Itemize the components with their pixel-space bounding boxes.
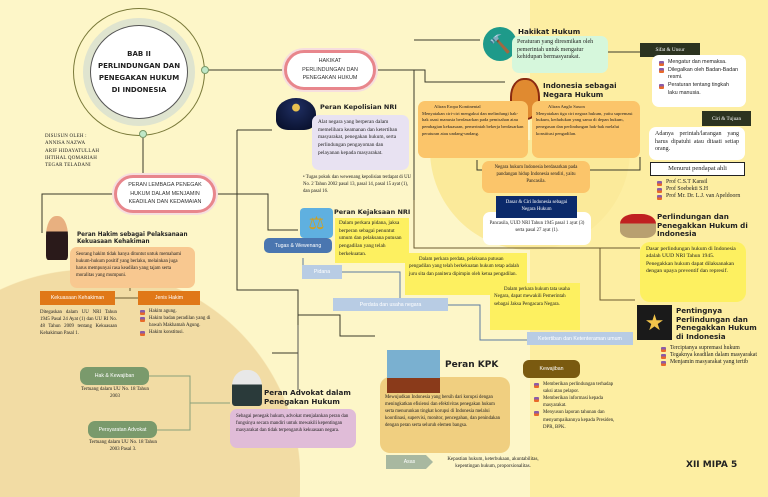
author-name: TEGAR TELADANI xyxy=(45,163,91,168)
advokat-text: Sebagai penegak hukum, advokat menjalank… xyxy=(230,409,356,448)
ketertiban-tag[interactable]: Ketertiban dan Ketenteraman umum xyxy=(527,332,633,345)
knight-helmet-icon xyxy=(620,214,656,238)
pentingnya-item: Menjamin masyarakat yang tertib xyxy=(660,359,760,367)
kpk-judge-image xyxy=(387,350,440,393)
ahli-label: Menurut pendapat ahli xyxy=(650,162,745,176)
kepolisian-note-text: Tugas pokok dan wewenang kepolisian terd… xyxy=(303,175,411,194)
author-name: IHTIHAL QOMARIAH xyxy=(45,155,98,161)
kekuasaan-tag[interactable]: Kekuasaan Kehakiman xyxy=(40,291,115,305)
kewajiban-item: Memberikan informasi kepada masyarakat. xyxy=(533,395,623,409)
class-label: XII MIPA 5 xyxy=(686,460,738,470)
kpk-title: Peran KPK xyxy=(445,360,499,370)
advokat-figure-icon xyxy=(232,370,262,406)
dasar-ciri-tag[interactable]: Dasar & Ciri Indonesia sebagai Negara Hu… xyxy=(496,196,577,218)
peran-lembaga-node[interactable]: PERAN LEMBAGA PENEGAK HUKUM DALAM MENJAM… xyxy=(114,175,216,213)
jenis-hakim-item: Hakim badan peradilan yang di bawah Makh… xyxy=(139,315,219,329)
sifat-unsur-tag[interactable]: Sifat & Unsur xyxy=(640,43,700,57)
hak-kewajiban-tag[interactable]: Hak & Kewajiban xyxy=(80,367,149,385)
hakim-figure-icon xyxy=(46,216,68,260)
perdata-tag[interactable]: Perdata dan usaha negara xyxy=(333,298,448,311)
pancasila-text: Negara hukum Indonesia berdasarkan pada … xyxy=(482,161,590,193)
sifat-item: Mengatur dan memaksa. xyxy=(658,59,740,67)
ahli-item: Prof Mr. Dr. L.J. van Apeldoorn xyxy=(656,193,746,201)
kepolisian-title: Peran Kepolisian NRI xyxy=(320,103,397,111)
kewajiban-item: Memberikan perlindungan terhadap saksi a… xyxy=(533,381,623,395)
tugas-wewenang-button[interactable]: Tugas & Wewenang xyxy=(264,238,332,253)
kewajiban-item: Menyusun laporan tahunan dan menyampaika… xyxy=(533,409,623,430)
kekuasaan-text: Ditegaskan dalam UU NRI Tahun 1945 Pasal… xyxy=(40,310,117,337)
pidana-tag[interactable]: Pidana xyxy=(302,265,342,279)
author-name: ARIF HIDAYATULLAH xyxy=(45,148,100,154)
advokat-title: Peran Advokat dalam Penegakan Hukum xyxy=(264,388,351,406)
gavel-icon: 🔨 xyxy=(483,27,517,61)
title-line: PENEGAKAN HUKUM xyxy=(98,74,180,82)
pentingnya-item: Tegaknya keadilan dalam masyarakat xyxy=(660,352,760,359)
negara-hukum-title: Indonesia sebagai Negara Hukum xyxy=(543,81,617,99)
persyaratan-text: Tertuang dalam UU No. 18 Tahun 2003 Pasa… xyxy=(88,440,158,453)
anglo-title: Aliran Anglo Saxon xyxy=(548,104,585,109)
authors: DISUSUN OLEH : ANNISA NAZWA ARIF HIDAYAT… xyxy=(45,133,99,169)
kepolisian-note: • Tugas pokok dan wewenang kepolisian te… xyxy=(303,175,411,196)
kejaksaan-text: Dalam perkara pidana, jaksa berperan seb… xyxy=(335,218,409,263)
asas-text: Kepastian hukum, keterbukaan, akuntabili… xyxy=(447,457,539,470)
hakim-title: Peran Hakim sebagai Pelaksanaan Kekuasaa… xyxy=(77,232,188,245)
jenis-hakim-list: Hakim agung.Hakim badan peradilan yang d… xyxy=(139,308,219,336)
star-icon: ★ xyxy=(637,305,672,340)
anglo-box: Aliran Anglo Saxon Menyatakan tiga ciri … xyxy=(532,101,640,158)
hak-text: Tertuang dalam UU No. 18 Tahun 2003 xyxy=(80,387,150,400)
title-line: BAB II xyxy=(127,49,151,58)
eropa-box: Aliran Eropa Kontinental Menyatakan ciri… xyxy=(418,101,528,158)
pentingnya-title: Pentingnya Perlindungan dan Penegakkan H… xyxy=(676,306,757,341)
eropa-title: Aliran Eropa Kontinental xyxy=(434,104,481,109)
anglo-text: Menyatakan tiga ciri negara hukum, yaitu… xyxy=(536,110,633,136)
tun-text: Dalam perkara hukum tata usaha Negara, d… xyxy=(490,283,580,330)
perlindungan-text: Dasar perlindungan hukum di Indonesia ad… xyxy=(640,242,746,302)
node-connector xyxy=(201,66,209,74)
ciri-tujuan-tag[interactable]: Ciri & Tujuan xyxy=(702,111,751,126)
node-connector xyxy=(139,130,147,138)
sifat-item: Peraturan tentang tingkah laku manusia. xyxy=(658,82,740,97)
perlindungan-title: Perlindungan dan Penegakkan Hukum di Ind… xyxy=(657,212,748,239)
ciri-text: Adanya perintah/larangan yang harus dipa… xyxy=(649,127,745,160)
jenis-hakim-item: Hakim konstitusi. xyxy=(139,329,219,336)
author-name: ANNISA NAZWA xyxy=(45,141,86,147)
kewajiban-list: Memberikan perlindungan terhadap saksi a… xyxy=(533,381,623,431)
kewajiban-tag[interactable]: Kewajiban xyxy=(523,360,580,378)
hakikat-node[interactable]: HAKIKAT PERLINDUNGAN DAN PENEGAKAN HUKUM xyxy=(284,50,376,90)
title-line: PERLINDUNGAN DAN xyxy=(97,61,181,70)
jenis-hakim-tag[interactable]: Jenis Hakim xyxy=(138,291,200,305)
eropa-text: Menyatakan ciri-ciri mengakui dan melind… xyxy=(422,110,524,136)
main-title-node[interactable]: BAB II PERLINDUNGAN DAN PENEGAKAN HUKUM … xyxy=(83,18,195,126)
sifat-item: Dilegalkan oleh Badan-Badan resmi. xyxy=(658,67,740,82)
hakikat-hukum-text: Peraturan yang diresmikan oleh pemerinta… xyxy=(512,36,608,73)
ahli-item: Prof C.S.T Kansil xyxy=(656,179,746,186)
authors-label: DISUSUN OLEH : xyxy=(45,134,87,139)
title-line: DI INDONESIA xyxy=(111,86,167,95)
kejaksaan-title: Peran Kejaksaan NRI xyxy=(334,208,411,216)
bullet-dot: • xyxy=(303,175,306,180)
persyaratan-tag[interactable]: Persyaratan Advokat xyxy=(88,421,157,438)
kepolisian-text: Alat negara yang berperan dalam memeliha… xyxy=(312,115,409,170)
pentingnya-item: Terciptanya supremasi hukum xyxy=(660,345,760,352)
hakim-text: Seorang hakim tidak hanya dituntut untuk… xyxy=(70,247,195,288)
ahli-item: Prof Soebekti S.H xyxy=(656,186,746,193)
hakikat-hukum-title: Hakikat Hukum xyxy=(518,27,581,36)
jenis-hakim-item: Hakim agung. xyxy=(139,308,219,315)
sifat-list-box: Mengatur dan memaksa.Dilegalkan oleh Bad… xyxy=(652,55,746,107)
scales-icon: ⚖ xyxy=(300,208,333,238)
police-cap-icon xyxy=(276,98,316,130)
asas-tag[interactable]: Asas xyxy=(386,455,433,469)
